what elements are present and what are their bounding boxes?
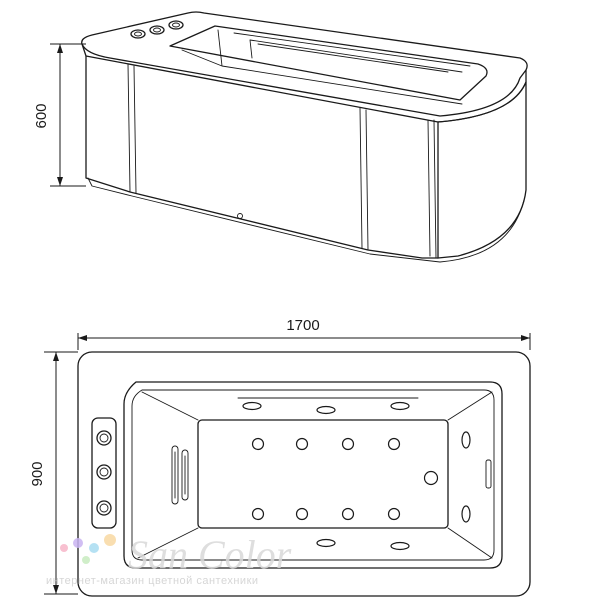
width-dimension: 900	[29, 351, 78, 595]
base-plinth	[87, 177, 525, 263]
watermark-dot	[73, 538, 83, 548]
control-button-icon	[153, 27, 161, 33]
jet-nozzle-icon	[316, 538, 336, 548]
control-button-icon	[149, 25, 165, 35]
jet-nozzle-icon	[295, 437, 309, 451]
watermark-dot	[82, 556, 90, 564]
jet-nozzle-icon	[387, 507, 401, 521]
drain-icon	[423, 470, 439, 486]
jet-nozzle-icon	[390, 401, 410, 411]
width-label: 900	[29, 461, 46, 486]
jet-nozzle-icon	[316, 405, 336, 415]
watermark: San Color интернет-магазин цветной санте…	[46, 532, 292, 587]
basin-bevel	[131, 389, 495, 561]
jet-nozzle-icon	[461, 505, 471, 523]
height-dimension: 600	[33, 43, 86, 187]
control-button-icon	[96, 464, 112, 480]
jet-nozzle-icon	[390, 541, 410, 551]
watermark-dots	[60, 534, 116, 564]
control-button-icon	[134, 31, 142, 37]
control-button-icon	[96, 500, 112, 516]
jet-nozzle-icon	[251, 507, 265, 521]
control-button-icon	[99, 467, 109, 477]
floor-jets	[251, 437, 439, 521]
top-jets	[237, 397, 419, 415]
control-button-icon	[172, 22, 180, 28]
control-panel	[91, 417, 117, 529]
basin-outer	[123, 381, 503, 569]
jet-nozzle-icon	[341, 437, 355, 451]
jet-nozzle-icon	[251, 437, 265, 451]
length-dimension: 1700	[77, 317, 531, 350]
watermark-brand: San Color	[128, 532, 292, 577]
control-button-icon	[96, 430, 112, 446]
watermark-dot	[104, 534, 116, 546]
control-button-icon	[130, 29, 146, 39]
height-label: 600	[33, 103, 50, 128]
basin-floor	[197, 419, 449, 529]
panel-divider-left	[127, 63, 137, 194]
panel-divider-right	[359, 107, 369, 251]
watermark-dot	[60, 544, 68, 552]
jet-nozzle-icon	[295, 507, 309, 521]
overflow-slot	[485, 459, 492, 489]
side-apron	[437, 81, 527, 259]
control-button-icon	[168, 20, 184, 30]
jet-nozzle-icon	[242, 401, 262, 411]
rim-top	[81, 11, 528, 117]
drain-icon	[237, 213, 243, 219]
bottom-jets	[316, 538, 410, 551]
tub-outer-rim	[77, 351, 531, 597]
length-label: 1700	[286, 317, 319, 334]
basin-inner-wall	[181, 29, 471, 105]
panel-divider-corner	[427, 119, 437, 259]
watermark-dot	[89, 543, 99, 553]
jet-nozzle-icon	[387, 437, 401, 451]
control-button-icon	[99, 503, 109, 513]
jet-nozzle-icon	[341, 507, 355, 521]
control-button-icon	[99, 433, 109, 443]
control-buttons	[130, 20, 184, 39]
side-jets	[461, 431, 492, 523]
top-view: 1700 900	[29, 317, 531, 597]
basin-opening	[169, 25, 488, 101]
basin-corners	[137, 391, 493, 559]
handle-rail-icon	[171, 445, 189, 505]
rim-edge	[81, 43, 527, 123]
watermark-tagline: интернет-магазин цветной сантехники	[46, 575, 259, 587]
perspective-view: 600	[33, 11, 528, 263]
jet-nozzle-icon	[461, 431, 471, 449]
